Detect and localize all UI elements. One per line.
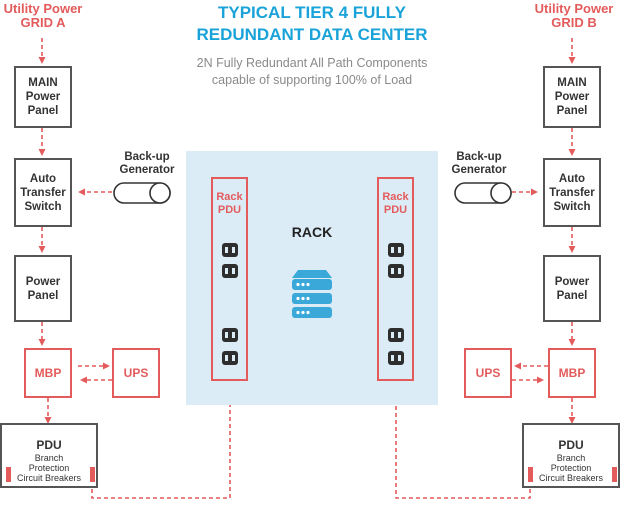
server-stack-icon (284, 268, 340, 327)
grid-a-label: Utility Power GRID A (3, 1, 83, 30)
power-panel-right: Power Panel (543, 255, 601, 322)
breaker-right-1 (528, 467, 533, 482)
breaker-left-1 (6, 467, 11, 482)
diagram-subtitle-line2: capable of supporting 100% of Load (211, 73, 413, 87)
wire-pdu-to-rack-left (91, 384, 234, 499)
power-outlet-icon (388, 243, 404, 257)
pdu-left-title: PDU (36, 438, 62, 452)
breaker-left-2 (90, 467, 95, 482)
pdu-right-subtitle: Branch Protection Circuit Breakers (538, 453, 603, 483)
pdu-left: PDU Branch Protection Circuit Breakers (0, 423, 98, 488)
power-outlet-icon (222, 351, 238, 365)
rack-pdu-left-label: Rack PDU (216, 191, 243, 216)
generator-icon-right (454, 182, 512, 204)
power-outlet-icon (222, 328, 238, 342)
generator-label-left: Back-up Generator (119, 151, 175, 176)
rack-pdu-right: Rack PDU (377, 177, 414, 381)
wire-pdu-to-rack-right (392, 384, 531, 499)
diagram-subtitle-line1: 2N Fully Redundant All Path Components (196, 56, 428, 70)
generator-label-right: Back-up Generator (451, 151, 507, 176)
rack-pdu-left: Rack PDU (211, 177, 248, 381)
auto-transfer-switch-left: Auto Transfer Switch (14, 158, 72, 227)
diagram-title-line1: TYPICAL TIER 4 FULLY (218, 3, 406, 22)
power-outlet-icon (388, 351, 404, 365)
generator-icon-left (113, 182, 171, 204)
pdu-right-title: PDU (558, 438, 584, 452)
power-outlet-icon (222, 264, 238, 278)
mbp-left: MBP (24, 348, 72, 398)
power-outlet-icon (388, 264, 404, 278)
power-outlet-icon (388, 328, 404, 342)
power-outlet-icon (222, 243, 238, 257)
grid-b-label: Utility Power GRID B (534, 1, 614, 30)
auto-transfer-switch-right: Auto Transfer Switch (543, 158, 601, 227)
mbp-right: MBP (548, 348, 596, 398)
main-power-panel-left: MAIN Power Panel (14, 66, 72, 128)
ups-left: UPS (112, 348, 160, 398)
ups-right: UPS (464, 348, 512, 398)
power-panel-left: Power Panel (14, 255, 72, 322)
main-power-panel-right: MAIN Power Panel (543, 66, 601, 128)
pdu-right: PDU Branch Protection Circuit Breakers (522, 423, 620, 488)
breaker-right-2 (612, 467, 617, 482)
rack-pdu-right-label: Rack PDU (382, 191, 409, 216)
diagram-title-line2: REDUNDANT DATA CENTER (196, 25, 428, 44)
rack-label: RACK (291, 224, 333, 240)
pdu-left-subtitle: Branch Protection Circuit Breakers (16, 453, 81, 483)
